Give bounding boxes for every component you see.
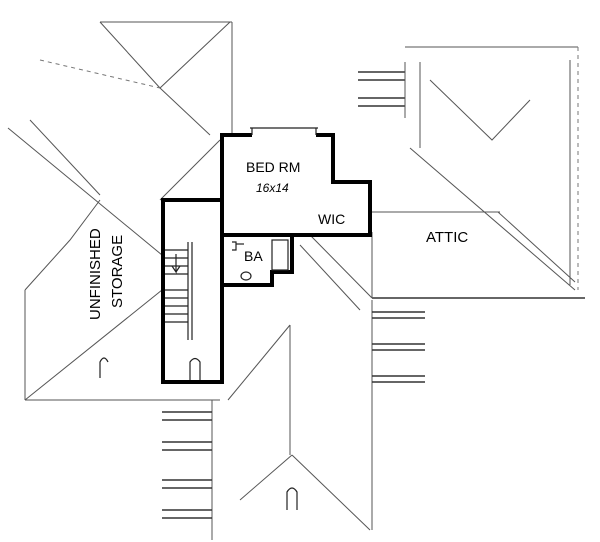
stair-treads <box>165 242 193 340</box>
wic-label: WIC <box>318 211 345 227</box>
bath-label: BA <box>244 248 263 264</box>
bedroom-label: BED RM <box>246 159 300 175</box>
storage-label-line2: STORAGE <box>109 235 126 308</box>
storage-label-line1: UNFINISHED <box>87 228 104 320</box>
vent-hatches <box>162 62 425 519</box>
bedroom-size: 16x14 <box>256 181 289 195</box>
storage-label: UNFINISHED STORAGE <box>87 228 126 320</box>
bath-fixtures <box>232 239 289 281</box>
arch-symbols <box>99 357 298 510</box>
attic-label: ATTIC <box>426 229 468 246</box>
interior-walls <box>161 127 372 384</box>
roof-lines <box>7 21 585 540</box>
